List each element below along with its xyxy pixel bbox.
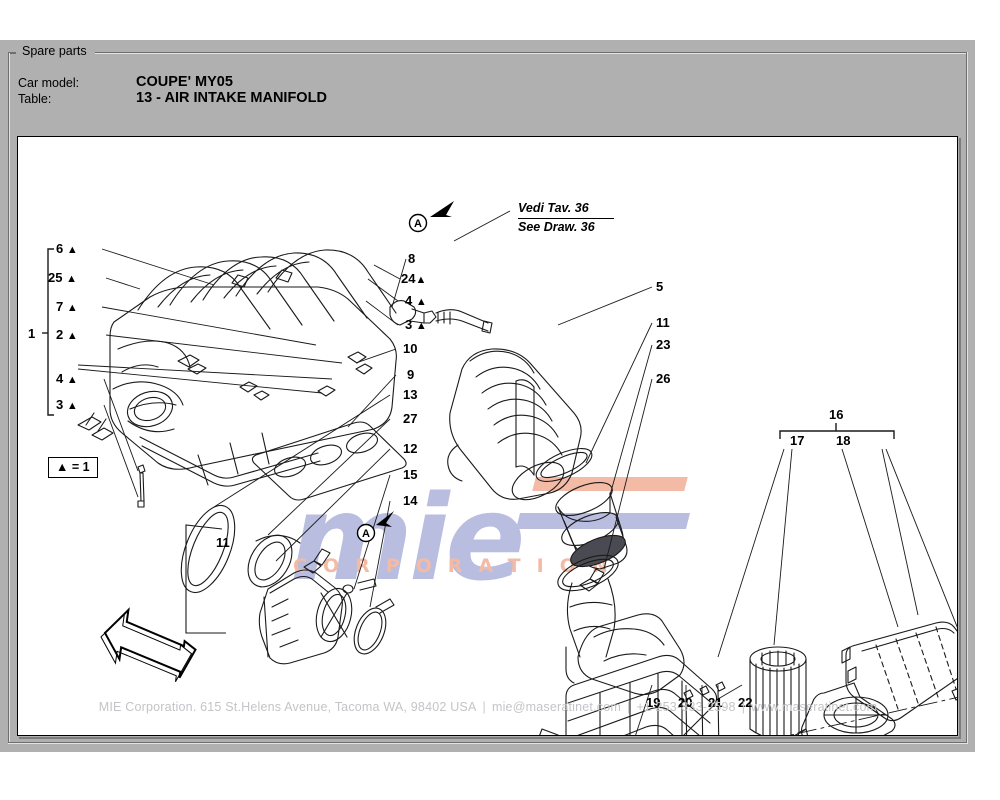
- groupbox-border-top-left: [8, 52, 16, 54]
- callout-3[interactable]: 3 ▲: [56, 397, 78, 412]
- callout-14[interactable]: 14: [403, 493, 418, 508]
- callout-6[interactable]: 6 ▲: [56, 241, 78, 256]
- callout-21[interactable]: 21: [708, 695, 723, 710]
- callout-20[interactable]: 20: [678, 695, 693, 710]
- car-model-value: COUPE' MY05: [136, 74, 233, 90]
- groupbox-border-right-highlight: [967, 52, 968, 743]
- callout-11b[interactable]: 11: [656, 315, 670, 330]
- callout-24[interactable]: 24▲: [401, 271, 427, 286]
- legend-triangle-equals: ▲ = 1: [48, 457, 98, 478]
- footer-company: MIE Corporation. 615 St.Helens Avenue, T…: [98, 700, 477, 714]
- sheet-shadow-right: [959, 138, 961, 738]
- footer-phone: +1-253-833-2598: [636, 700, 736, 714]
- groupbox-border-top-right: [95, 52, 967, 53]
- callout-19[interactable]: 19: [646, 695, 661, 710]
- callout-18[interactable]: 18: [836, 433, 851, 448]
- callout-4b[interactable]: 4 ▲: [405, 293, 427, 308]
- group-bracket-label-1: 1: [28, 326, 36, 341]
- callout-25[interactable]: 25 ▲: [48, 270, 77, 285]
- callout-11a[interactable]: 11: [216, 535, 230, 550]
- callout-4[interactable]: 4 ▲: [56, 371, 78, 386]
- groupbox-border-bottom: [8, 742, 967, 743]
- callout-26[interactable]: 26: [656, 371, 671, 386]
- footer-separator-3: |: [741, 700, 746, 714]
- groupbox-border-left: [8, 52, 9, 742]
- sheet-shadow-bottom: [19, 737, 961, 739]
- parts-diagram-sheet[interactable]: mie CORPORATION A: [17, 136, 958, 736]
- callout-22[interactable]: 22: [738, 695, 753, 710]
- footer-email[interactable]: mie@maseratinet.com: [491, 700, 621, 714]
- section-marker-a-bottom: [356, 523, 376, 543]
- callout-17[interactable]: 17: [790, 433, 805, 448]
- callout-7[interactable]: 7 ▲: [56, 299, 78, 314]
- callout-9[interactable]: 9: [407, 367, 415, 382]
- table-value: 13 - AIR INTAKE MANIFOLD: [136, 90, 327, 106]
- callout-16[interactable]: 16: [829, 407, 844, 422]
- callout-15[interactable]: 15: [403, 467, 418, 482]
- groupbox-border-left-highlight: [9, 53, 10, 742]
- callout-23[interactable]: 23: [656, 337, 671, 352]
- callout-3b[interactable]: 3 ▲: [405, 317, 427, 332]
- footer-separator-2: |: [627, 700, 631, 714]
- callout-12[interactable]: 12: [403, 441, 418, 456]
- callout-13[interactable]: 13: [403, 387, 418, 402]
- callout-27[interactable]: 27: [403, 411, 418, 426]
- groupbox-border-bottom-highlight: [8, 743, 968, 744]
- callout-8[interactable]: 8: [408, 251, 416, 266]
- groupbox-title: Spare parts: [18, 44, 91, 58]
- section-marker-a-top: [408, 213, 428, 233]
- flow-direction-arrow: [100, 607, 197, 682]
- footer-separator-1: |: [482, 700, 486, 714]
- table-label: Table:: [18, 92, 52, 106]
- footer-contact-bar: MIE Corporation. 615 St.Helens Avenue, T…: [18, 700, 958, 714]
- groupbox-border-right: [966, 52, 967, 742]
- footer-website[interactable]: www.maseratinet.com: [751, 700, 878, 714]
- reference-note-divider: [518, 218, 614, 219]
- reference-note-italian: Vedi Tav. 36: [518, 201, 589, 215]
- car-model-label: Car model:: [18, 76, 80, 90]
- reference-note-english: See Draw. 36: [518, 220, 595, 234]
- exploded-parts-illustration: A: [42, 201, 957, 735]
- callout-5[interactable]: 5: [656, 279, 664, 294]
- callout-2[interactable]: 2 ▲: [56, 327, 78, 342]
- callout-10[interactable]: 10: [403, 341, 418, 356]
- groupbox-border-top-right-highlight: [95, 53, 967, 54]
